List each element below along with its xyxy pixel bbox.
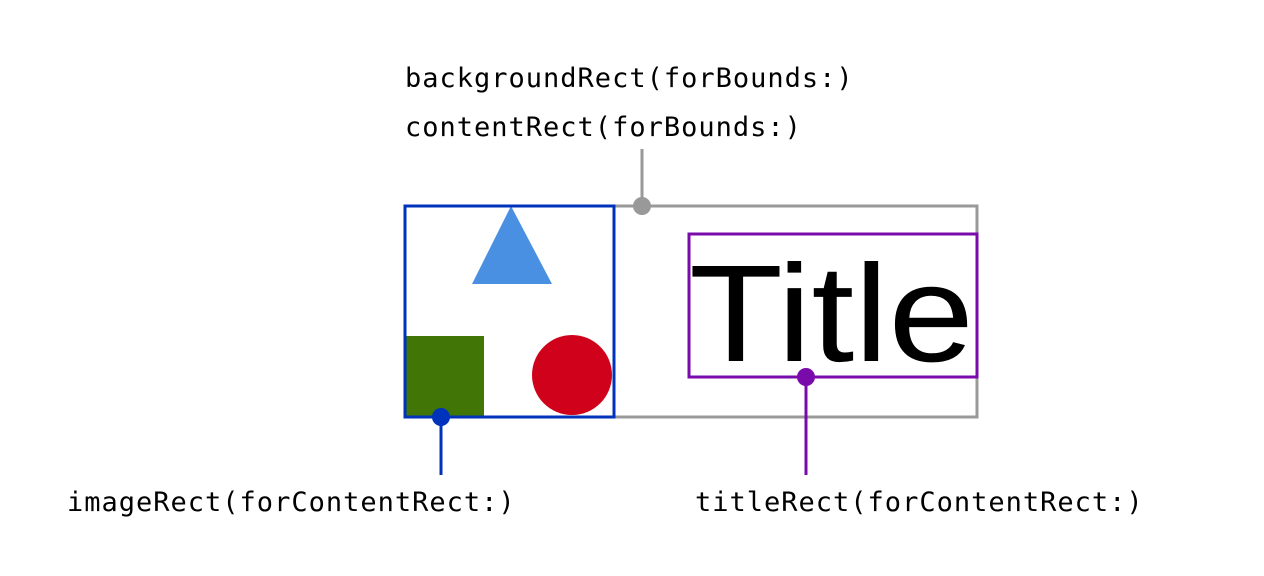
content-rect-connector-dot: [633, 197, 651, 215]
title-rect-outline: [687, 232, 979, 379]
content-rect-label: contentRect(forBounds:): [405, 112, 802, 143]
triangle-shape: [472, 206, 552, 284]
circle-shape: [532, 335, 612, 415]
square-shape: [405, 336, 484, 417]
image-rect-outline: [403, 204, 616, 419]
background-rect-label: backgroundRect(forBounds:): [405, 63, 854, 94]
image-rect-label: imageRect(forContentRect:): [67, 487, 516, 518]
cell-title: Title: [689, 237, 974, 391]
title-rect-connector-dot: [797, 368, 815, 386]
image-rect-connector-dot: [432, 408, 450, 426]
title-rect-label: titleRect(forContentRect:): [695, 487, 1144, 518]
